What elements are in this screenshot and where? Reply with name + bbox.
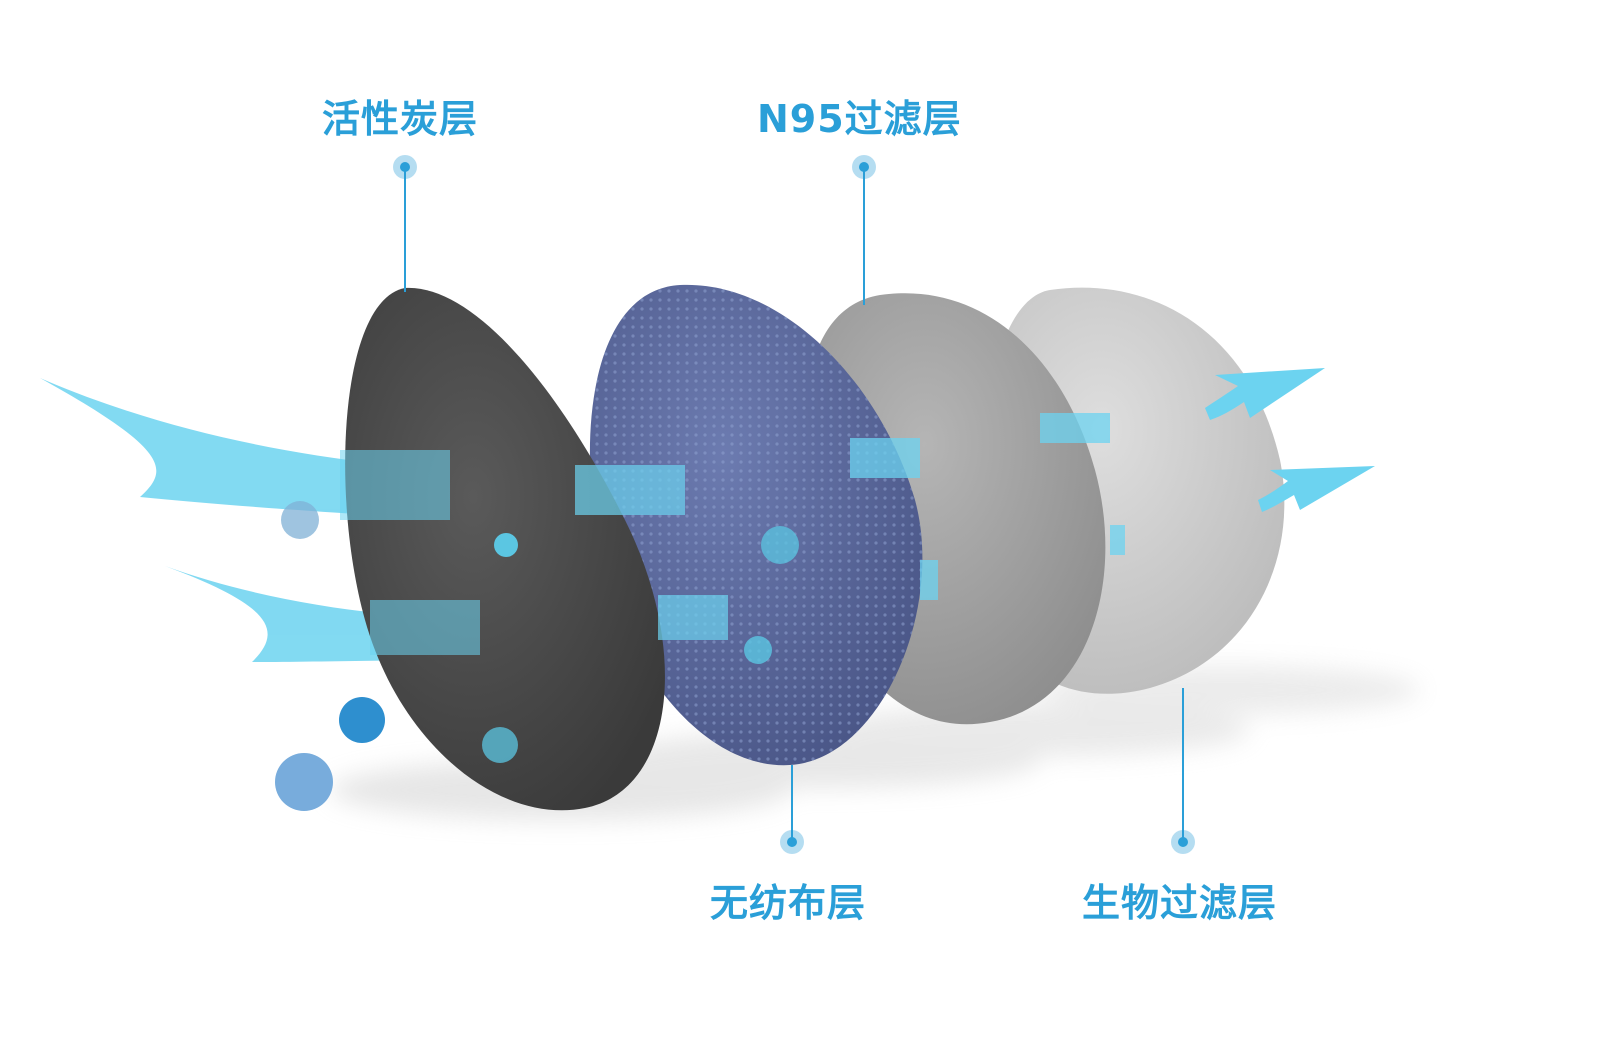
airflow-bands-front bbox=[340, 413, 1125, 655]
non-woven-layer bbox=[589, 284, 923, 766]
particles bbox=[275, 501, 799, 811]
callout-dots bbox=[393, 155, 1195, 854]
callouts bbox=[404, 167, 1184, 842]
airflow-out-arrows bbox=[1205, 368, 1375, 512]
label-bio-filter-layer: 生物过滤层 bbox=[1082, 881, 1278, 925]
label-n95-filter-layer: N95过滤层 bbox=[757, 97, 962, 141]
label-non-woven-layer: 无纺布层 bbox=[710, 881, 867, 925]
label-activated-carbon-layer: 活性炭层 bbox=[322, 97, 479, 141]
